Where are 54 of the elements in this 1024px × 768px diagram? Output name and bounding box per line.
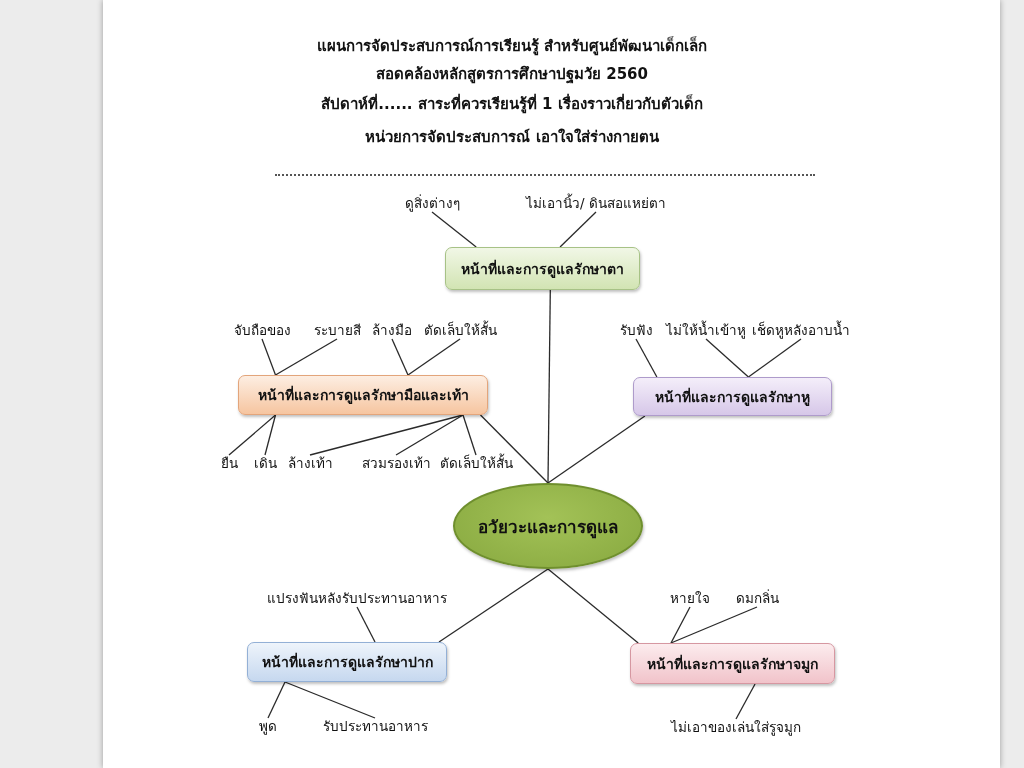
connector-line xyxy=(264,414,277,456)
connector-line xyxy=(228,414,277,456)
connector-line xyxy=(559,211,597,248)
item-text: รับประทานอาหาร xyxy=(322,716,428,736)
item-text: ไม่ให้น้ำเข้าหู xyxy=(666,320,746,340)
topic-box: หน้าที่และการดูแลรักษาหู xyxy=(633,377,832,416)
connector-line xyxy=(705,338,750,378)
connector-line xyxy=(635,338,658,378)
item-text: ล้างมือ xyxy=(372,320,412,340)
subtitle: สอดคล้องหลักสูตรการศึกษาปฐมวัย 2560 xyxy=(375,64,649,86)
connector-line xyxy=(670,606,758,644)
subtitle: สัปดาห์ที่...... สาระที่ควรเรียนรู้ที่ 1 เรื่องราวเกี่ยวกับตัวเด็ก xyxy=(320,92,704,116)
connector-line xyxy=(261,338,277,376)
subtitle: หน่วยการจัดประสบการณ์ เอาใจใส่ร่างกายตน xyxy=(364,127,660,148)
item-text: ล้างเท้า xyxy=(287,453,333,473)
connector-line xyxy=(407,338,461,376)
connector-line xyxy=(735,683,756,720)
item-text: หายใจ xyxy=(670,588,710,608)
item-text: ไม่เอานิ้ว/ ดินสอแหย่ตา xyxy=(526,193,666,213)
item-text: ยืน xyxy=(220,453,238,473)
connector-line xyxy=(274,338,338,376)
connector-line xyxy=(431,211,477,248)
item-text: ตัดเล็บให้สั้น xyxy=(439,453,513,473)
connector-line xyxy=(547,415,646,484)
topic-box: หน้าที่และการดูแลรักษามือและเท้า xyxy=(238,375,488,415)
connector-line xyxy=(309,414,464,456)
item-text: สวมรองเท้า xyxy=(361,453,431,473)
item-text: ไม่เอาของเล่นใส่รูจมูก xyxy=(671,717,801,737)
connector-line xyxy=(438,568,549,643)
item-text: จับถือของ xyxy=(233,320,291,340)
connector-line xyxy=(462,414,477,456)
connector-line xyxy=(267,681,286,719)
item-text: แปรงฟันหลังรับประทานอาหาร xyxy=(267,588,447,608)
title: แผนการจัดประสบการณ์การเรียนรู้ สำหรับศูนย์พัฒนาเด็กเล็ก xyxy=(315,35,709,58)
connector-line xyxy=(670,606,691,644)
connector-line xyxy=(284,681,376,719)
item-text: ตัดเล็บให้สั้น xyxy=(423,320,497,340)
item-text: ดมกลิ่น xyxy=(735,588,779,608)
item-text: รับฟัง xyxy=(619,320,653,340)
connector-line xyxy=(479,414,549,484)
topic-box: หน้าที่และการดูแลรักษาจมูก xyxy=(630,643,835,684)
item-text: ดูสิ่งต่างๆ xyxy=(404,193,460,213)
item-text: เช็ดหูหลังอาบน้ำ xyxy=(752,320,850,340)
item-text: พูด xyxy=(259,716,277,736)
topic-box: หน้าที่และการดูแลรักษาปาก xyxy=(247,642,447,682)
topic-box: หน้าที่และการดูแลรักษาตา xyxy=(445,247,640,290)
connector-line xyxy=(547,289,551,484)
connector-line xyxy=(356,606,376,643)
connector-line xyxy=(395,414,464,456)
item-text: ระบายสี xyxy=(313,320,361,340)
connector-line xyxy=(747,338,802,378)
item-text: เดิน xyxy=(253,453,277,473)
connector-line xyxy=(547,568,639,644)
connector-line xyxy=(391,338,409,376)
